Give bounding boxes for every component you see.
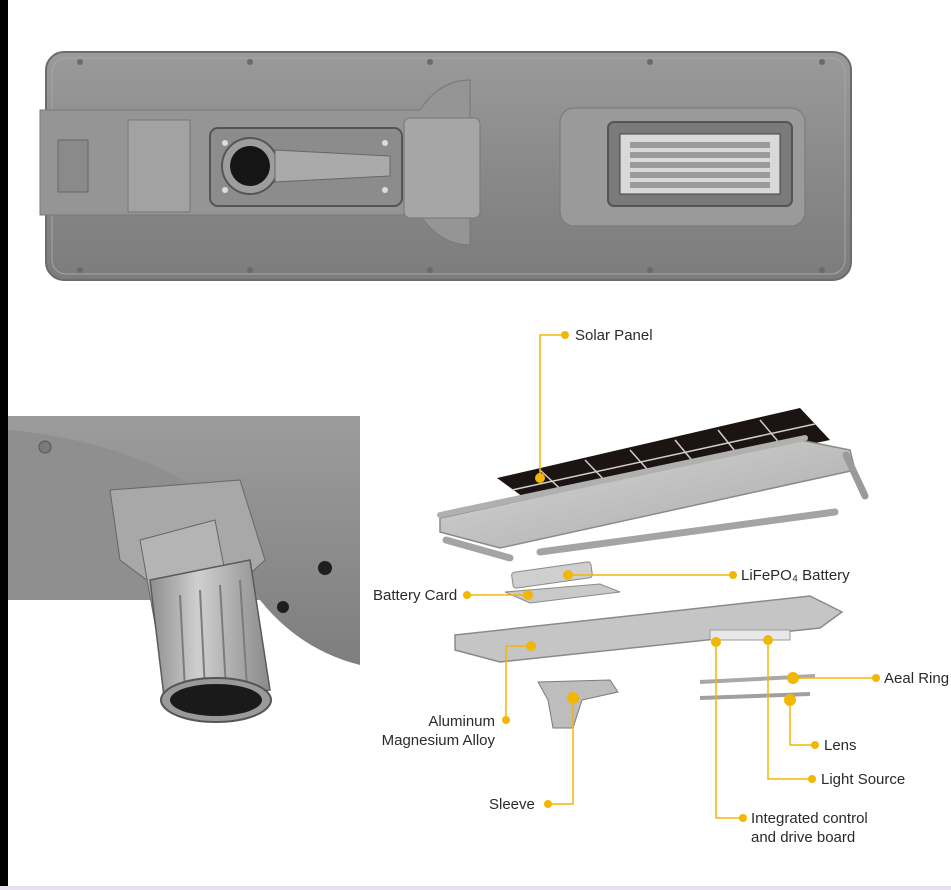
label-lens: Lens — [824, 737, 857, 754]
exploded-view — [437, 408, 869, 729]
label-aeal-ring: Aeal Ring — [884, 670, 949, 687]
label-light-source: Light Source — [821, 771, 905, 788]
label-board-line1: Integrated control — [751, 810, 868, 827]
label-lifepo4-battery: LiFePO₄ Battery — [741, 567, 850, 584]
label-aluminum-line1: Aluminum — [428, 713, 495, 730]
leader-lines — [467, 334, 876, 819]
label-battery-card: Battery Card — [373, 587, 457, 604]
label-solar-panel: Solar Panel — [575, 327, 653, 344]
solar-panel-part — [497, 408, 830, 502]
label-sleeve: Sleeve — [489, 796, 535, 813]
lamp-underside-view — [39, 51, 852, 281]
callout-dots — [463, 331, 880, 822]
sleeve-closeup-photo — [8, 416, 360, 723]
left-edge-bar — [0, 0, 8, 890]
label-aluminum-line2: Magnesium Alloy — [382, 732, 496, 749]
label-board-line2: and drive board — [751, 829, 855, 846]
bottom-edge-bar — [0, 886, 951, 890]
